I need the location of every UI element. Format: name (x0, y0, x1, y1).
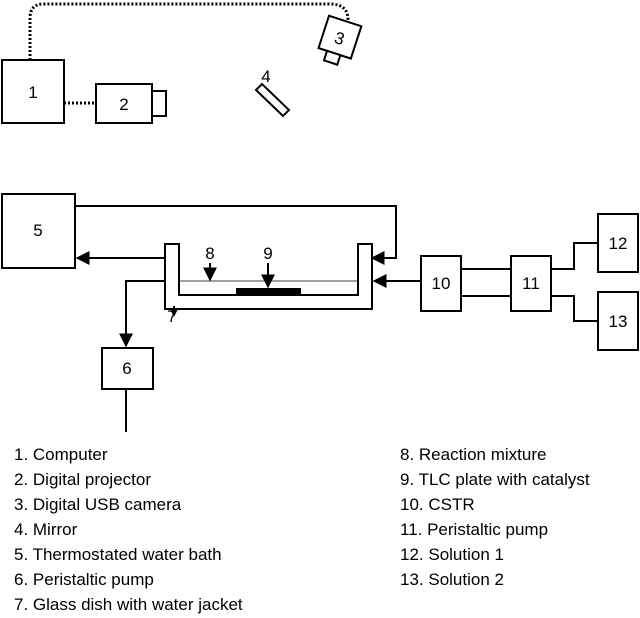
camera-cable (28, 2, 350, 60)
solution1-node: 12 (597, 213, 639, 273)
reaction-mixture-label: 8 (205, 244, 214, 263)
bath-to-dish-line (75, 205, 397, 265)
pump-right-label: 11 (522, 274, 540, 293)
legend-item: 13. Solution 2 (400, 570, 504, 589)
legend-item: 12. Solution 1 (400, 545, 504, 564)
computer-label: 1 (28, 83, 37, 102)
legend-item: 2. Digital projector (14, 470, 151, 489)
solution1-line (551, 242, 598, 270)
legend-item: 8. Reaction mixture (400, 445, 546, 464)
pump-left-label: 6 (122, 359, 131, 378)
tlc-plate (236, 288, 301, 294)
cstr-label: 10 (432, 274, 451, 293)
legend-item: 6. Peristaltic pump (14, 570, 154, 589)
legend-item: 11. Peristaltic pump (400, 520, 548, 539)
solution1-label: 12 (609, 234, 628, 253)
projector-node: 2 (95, 83, 167, 124)
water-bath-label: 5 (33, 221, 42, 240)
mirror-shape (254, 82, 291, 118)
glass-dish-arrowhead (170, 309, 178, 317)
projector-label: 2 (119, 95, 128, 114)
cstr-node: 10 (420, 255, 462, 312)
tlc-plate-label: 9 (263, 244, 272, 263)
pump-right-node: 11 (510, 255, 552, 312)
solution2-line (551, 295, 598, 322)
water-bath-node: 5 (1, 193, 76, 269)
legend-item: 1. Computer (14, 445, 108, 464)
pump-right-box (510, 255, 552, 312)
legend-item: 5. Thermostated water bath (14, 545, 222, 564)
solution2-box (597, 291, 639, 351)
solution1-box (597, 213, 639, 273)
legend-left: 1. Computer 2. Digital projector 3. Digi… (14, 445, 243, 614)
legend-item: 9. TLC plate with catalyst (400, 470, 590, 489)
mirror-node: 4 (254, 67, 291, 118)
dish-jacket (164, 243, 373, 310)
camera-lens (322, 49, 342, 66)
water-bath-box (1, 193, 76, 269)
legend-right: 8. Reaction mixture 9. TLC plate with ca… (400, 445, 590, 589)
solution2-label: 13 (609, 312, 628, 331)
glass-dish-label: 7 (167, 307, 176, 326)
pump-left-node: 6 (101, 347, 154, 390)
legend-item: 7. Glass dish with water jacket (14, 595, 243, 614)
camera-node: 3 (317, 14, 363, 66)
dish-to-pump-line (119, 280, 165, 348)
legend-item: 10. CSTR (400, 495, 475, 514)
projector-lens (151, 90, 167, 117)
computer-box (1, 59, 65, 124)
legend-item: 4. Mirror (14, 520, 78, 539)
pump-left-box (101, 347, 154, 390)
computer-node: 1 (1, 59, 65, 124)
mirror-label: 4 (261, 67, 270, 86)
legend-item: 3. Digital USB camera (14, 495, 182, 514)
solution2-node: 13 (597, 291, 639, 351)
cstr-box (420, 255, 462, 312)
